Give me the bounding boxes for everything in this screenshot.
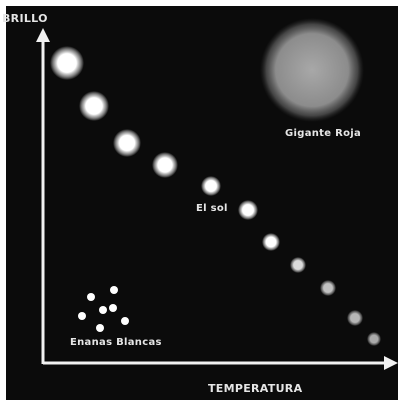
white-dwarf-star [110,286,118,294]
white-dwarfs-label: Enanas Blancas [70,337,162,348]
white-dwarf-star [121,317,129,325]
white-dwarf-star [96,324,104,332]
main-sequence-star [152,152,178,178]
white-dwarf-star [109,304,117,312]
white-dwarf-star [99,306,107,314]
red-giant-star [260,18,364,122]
y-axis-arrowhead [36,28,50,42]
main-sequence-star [320,280,336,296]
main-sequence-star [238,200,258,220]
main-sequence-star [290,257,306,273]
x-axis-label: TEMPERATURA [208,382,303,395]
white-dwarf-star [78,312,86,320]
main-sequence-star [79,91,109,121]
sun-label: El sol [196,203,228,214]
main-sequence-star [50,46,84,80]
white-dwarfs-cluster [78,286,129,332]
axes [36,28,398,370]
main-sequence [50,46,381,346]
x-axis-arrowhead [384,356,398,370]
main-sequence-star [113,129,141,157]
main-sequence-star [367,332,381,346]
main-sequence-star [347,310,363,326]
y-axis-label: BRILLO [2,12,48,25]
red-giant-label: Gigante Roja [285,128,362,139]
main-sequence-star [262,233,280,251]
white-dwarf-star [87,293,95,301]
sun-star [201,176,221,196]
